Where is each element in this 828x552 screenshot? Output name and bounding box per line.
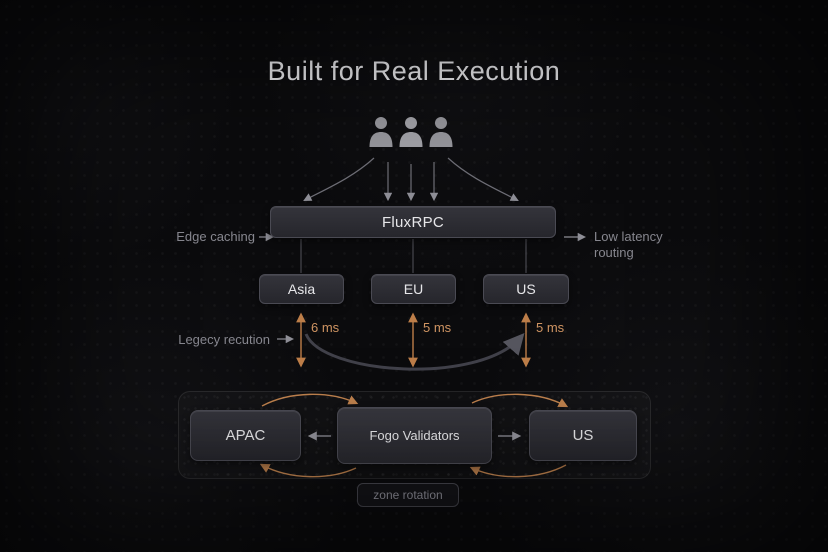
validator-node-us: US xyxy=(529,410,637,461)
latency-value-eu: 5 ms xyxy=(423,320,452,335)
region-node-asia: Asia xyxy=(259,274,344,304)
validator-node-fogo: Fogo Validators xyxy=(337,407,492,464)
latency-value-asia: 6 ms xyxy=(311,320,340,335)
region-label: US xyxy=(516,281,536,297)
user-icon xyxy=(429,117,453,147)
validator-label: US xyxy=(572,427,594,444)
region-connectors xyxy=(300,239,527,273)
low-latency-label: Low latency routing xyxy=(594,229,663,260)
latency-value-us: 5 ms xyxy=(536,320,565,335)
region-node-us: US xyxy=(483,274,569,304)
validator-label: Fogo Validators xyxy=(369,428,460,443)
region-label: EU xyxy=(403,281,424,297)
zone-rotation-badge: zone rotation xyxy=(357,483,459,507)
edge-caching-label: Edge caching xyxy=(176,229,255,244)
validator-node-apac: APAC xyxy=(190,410,301,461)
page-title: Built for Real Execution xyxy=(267,56,561,86)
zone-rotation-label: zone rotation xyxy=(373,488,443,502)
legacy-execution-label: Legecy recution xyxy=(178,332,270,347)
user-icon xyxy=(369,117,393,147)
fluxrpc-node: FluxRPC xyxy=(270,206,556,238)
region-label: Asia xyxy=(287,281,316,297)
region-node-eu: EU xyxy=(371,274,456,304)
fluxrpc-label: FluxRPC xyxy=(381,213,445,231)
swoosh-curve xyxy=(304,333,525,371)
users-group xyxy=(368,115,454,147)
user-fan-arrows xyxy=(303,157,519,202)
validator-label: APAC xyxy=(225,427,266,444)
user-icon xyxy=(399,117,423,147)
